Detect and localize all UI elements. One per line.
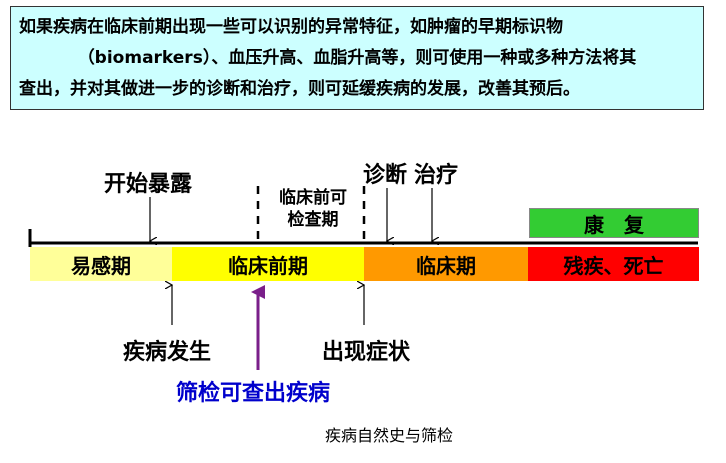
label-preclinical-detectable-line1: 临床前可 [279, 188, 347, 208]
timeline-axis [28, 229, 698, 247]
label-symptoms: 出现症状 [322, 340, 411, 365]
label-exposure: 开始暴露 [104, 172, 193, 197]
stage-susceptible-label: 易感期 [71, 253, 131, 278]
label-preclinical-detectable: 临床前可 检查期 [268, 187, 358, 231]
stage-recovery-label: 康 复 [584, 212, 644, 237]
stage-susceptible: 易感期 [30, 247, 172, 281]
stage-preclinical: 临床前期 [172, 247, 364, 281]
label-diagnosis: 诊断 [363, 163, 408, 188]
label-screening: 筛检可查出疾病 [176, 381, 331, 406]
stage-clinical: 临床期 [364, 247, 528, 281]
stage-disability-death-label: 残疾、死亡 [563, 253, 664, 278]
stage-recovery: 康 复 [529, 208, 699, 238]
intro-line-2: （biomarkers）、血压升高、血脂升高等，则可使用一种或多种方法将其 [77, 48, 637, 68]
intro-box: 如果疾病在临床前期出现一些可以识别的异常特征，如肿瘤的早期标识物 （biomar… [10, 6, 704, 110]
stage-clinical-label: 临床期 [416, 253, 476, 278]
intro-line-3: 查出，并对其做进一步的诊断和治疗，则可延缓疾病的发展，改善其预后。 [19, 79, 580, 99]
stage-disability-death: 残疾、死亡 [528, 247, 699, 281]
figure-caption: 疾病自然史与筛检 [325, 426, 454, 445]
intro-line-1: 如果疾病在临床前期出现一些可以识别的异常特征，如肿瘤的早期标识物 [19, 17, 563, 37]
label-treatment: 治疗 [414, 163, 459, 188]
label-preclinical-detectable-line2: 检查期 [287, 210, 339, 230]
stage-preclinical-label: 临床前期 [228, 253, 308, 278]
label-onset: 疾病发生 [123, 340, 212, 365]
